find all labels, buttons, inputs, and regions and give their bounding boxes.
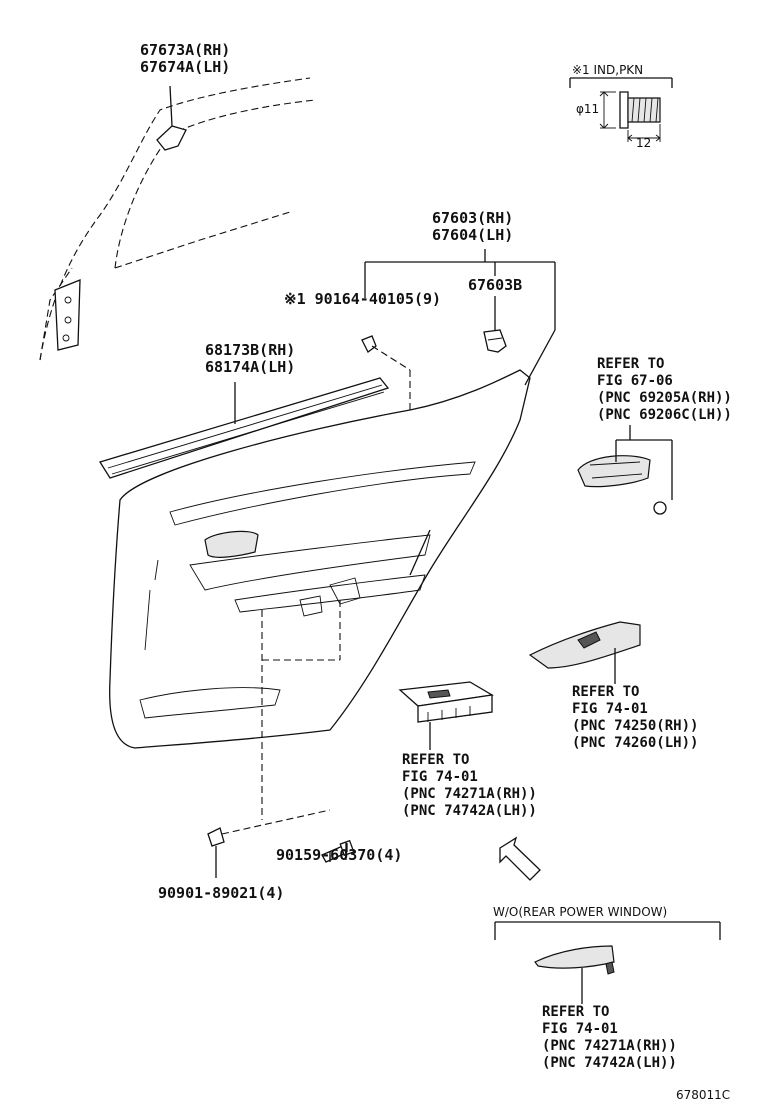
install-arrow	[499, 836, 541, 881]
label-90159: 90159-60370(4)	[276, 846, 403, 864]
frame-lower	[39, 267, 73, 361]
label-refer-74-01-cover: REFER TO FIG 74-01 (PNC 74271A(RH)) (PNC…	[542, 1004, 677, 1071]
label-90164: ※1 90164-40105(9)	[284, 290, 442, 308]
screw-90164[interactable]	[361, 335, 377, 353]
nut-90901[interactable]	[207, 827, 225, 847]
label-67603: 67603(RH) 67604(LH)	[432, 209, 514, 244]
weatherstrip-68173b[interactable]	[98, 377, 390, 479]
handle-clip	[653, 501, 667, 515]
label-wo-rear-power-window: W/O(REAR POWER WINDOW)	[493, 905, 668, 919]
label-68173b: 68173B(RH) 68174A(LH)	[205, 341, 296, 376]
label-90901: 90901-89021(4)	[158, 884, 285, 902]
label-dim-phi: φ11	[576, 102, 600, 116]
garnish-67673a[interactable]	[156, 125, 187, 151]
window-bottom-line	[114, 211, 291, 269]
label-67603b: 67603B	[468, 276, 523, 294]
inside-handle[interactable]	[577, 455, 651, 488]
label-dim-length: 12	[636, 136, 652, 150]
figure-code: 678011C	[676, 1088, 731, 1102]
door-pocket	[204, 530, 259, 558]
frame-bracket	[54, 279, 81, 351]
door-trim-board-67603[interactable]	[109, 369, 531, 749]
regulator-handle-cover[interactable]	[534, 945, 615, 969]
label-refer-74-01-bezel: REFER TO FIG 74-01 (PNC 74250(RH)) (PNC …	[572, 684, 699, 751]
door-frame-outline	[39, 77, 311, 361]
label-ind-pkn: ※1 IND,PKN	[572, 63, 644, 77]
leader-67673a	[169, 85, 173, 127]
label-refer-74-01-switch: REFER TO FIG 74-01 (PNC 74271A(RH)) (PNC…	[402, 752, 537, 819]
screw-head-inset	[619, 91, 629, 129]
window-sash-inner	[114, 99, 316, 269]
label-67673a: 67673A(RH) 67674A(LH)	[140, 41, 231, 76]
clip-67603b[interactable]	[483, 329, 507, 353]
label-refer-67-06: REFER TO FIG 67-06 (PNC 69205A(RH)) (PNC…	[597, 356, 732, 423]
